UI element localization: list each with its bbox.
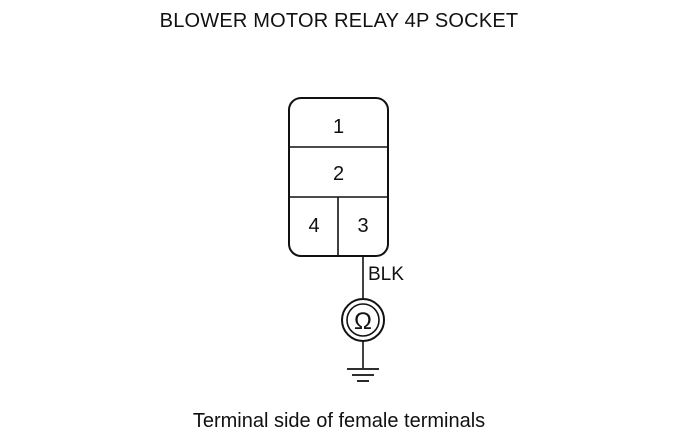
ohm-symbol: Ω [354,308,372,335]
diagram-title: BLOWER MOTOR RELAY 4P SOCKET [159,10,519,32]
terminal-3-label: 3 [357,215,368,237]
terminal-4-label: 4 [308,215,319,237]
connector-housing [288,97,389,257]
terminal-2-label: 2 [333,163,344,185]
terminal-1-label: 1 [333,116,344,138]
ohmmeter-icon: Ω [341,298,385,342]
wire-color-label: BLK [368,264,404,285]
diagram-caption: Terminal side of female terminals [192,410,486,432]
ground-icon [347,368,379,382]
